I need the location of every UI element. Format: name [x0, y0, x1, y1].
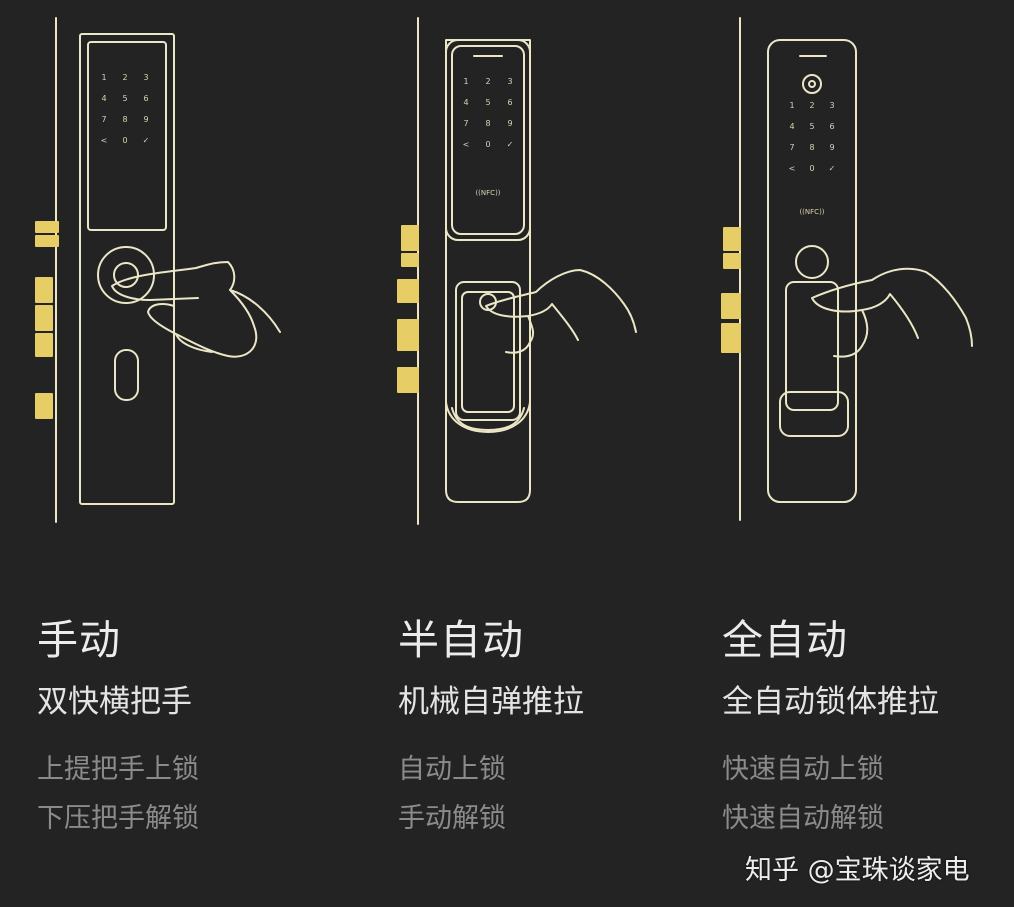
column-full-auto: 全自动 全自动锁体推拉 快速自动上锁 快速自动解锁 — [722, 616, 939, 834]
column-subtitle: 全自动锁体推拉 — [722, 684, 939, 720]
keypad-key: 3 — [143, 73, 148, 82]
keypad-key: 8 — [809, 143, 814, 152]
keypad-key: 0 — [485, 140, 490, 149]
keypad-panel — [445, 39, 531, 241]
keypad-key: 1 — [789, 101, 794, 110]
lock-illustrations: 1 2 3 4 5 6 7 8 9 <0 ✓ 1 2 3 4 5 6 7 8 9 <0 ✓ 1 2 3 4 5 6 7 8 9 <0 ✓ ((N… — [35, 17, 973, 525]
column-desc-line1: 上提把手上锁 — [37, 754, 199, 785]
column-desc-line2: 下压把手解锁 — [37, 803, 199, 834]
column-title: 手动 — [37, 616, 121, 664]
lock-bolts — [397, 225, 419, 393]
keypad-key: 1 — [463, 77, 468, 86]
nfc-label: ((NFC)) — [799, 208, 824, 216]
keypad-key: 8 — [122, 115, 127, 124]
face-camera — [802, 74, 822, 94]
handle-cradle — [779, 391, 849, 437]
column-desc-line1: 快速自动上锁 — [722, 754, 884, 785]
hand-drawing — [811, 267, 973, 358]
column-semi-auto: 半自动 机械自弹推拉 自动上锁 手动解锁 — [398, 616, 584, 834]
lock-semi-auto-illustration — [397, 17, 637, 525]
column-desc-line2: 手动解锁 — [398, 803, 506, 834]
keypad-key: 6 — [143, 94, 148, 103]
column-subtitle: 双快横把手 — [37, 684, 192, 720]
push-pull-handle — [455, 281, 521, 421]
keypad-key: 3 — [507, 77, 512, 86]
keypad-key: 2 — [122, 73, 127, 82]
keypad-key: 6 — [829, 122, 834, 131]
lock-bolts — [35, 221, 59, 419]
keypad-key: < — [789, 164, 796, 173]
keypad-key: 0 — [809, 164, 814, 173]
column-desc-line2: 快速自动解锁 — [722, 803, 884, 834]
keypad-key: 2 — [485, 77, 490, 86]
lock-manual-illustration — [35, 17, 281, 523]
keypad-key: 7 — [789, 143, 794, 152]
hand-drawing — [485, 269, 637, 354]
column-title: 半自动 — [398, 616, 524, 664]
keypad-key: 8 — [485, 119, 490, 128]
keypad-key: 4 — [463, 98, 468, 107]
keypad-key: 2 — [809, 101, 814, 110]
watermark-text: 知乎 @宝珠谈家电 — [745, 855, 970, 886]
keypad-key: ✓ — [143, 136, 150, 145]
keypad-key: 3 — [829, 101, 834, 110]
keypad-key: 9 — [507, 119, 512, 128]
nfc-label: ((NFC)) — [475, 189, 500, 197]
keypad-key: 5 — [122, 94, 127, 103]
handle-cradle — [445, 401, 531, 433]
lock-body — [445, 39, 531, 503]
fingerprint-reader — [795, 245, 829, 279]
lock-bolts — [721, 227, 741, 353]
keypad-key: 5 — [809, 122, 814, 131]
lock-body — [79, 33, 175, 505]
keypad-key: 9 — [143, 115, 148, 124]
keypad-panel — [87, 41, 167, 231]
push-pull-handle — [785, 281, 839, 411]
keypad-key: 7 — [101, 115, 106, 124]
column-manual: 手动 双快横把手 上提把手上锁 下压把手解锁 — [37, 616, 199, 834]
lock-body — [767, 39, 857, 503]
keypad-key: 4 — [101, 94, 106, 103]
keypad-key: 1 — [101, 73, 106, 82]
column-title: 全自动 — [722, 616, 848, 664]
keypad-key: 9 — [829, 143, 834, 152]
keypad-key: < — [463, 140, 470, 149]
keypad-key: 6 — [507, 98, 512, 107]
keypad-key: 5 — [485, 98, 490, 107]
keypad-key: ✓ — [507, 140, 514, 149]
keypad-key: 7 — [463, 119, 468, 128]
keyhole-cover — [114, 349, 139, 401]
keypad-digits: 1 2 3 4 5 6 7 8 9 <0 ✓ 1 2 3 4 5 6 7 8 9 <0 ✓ 1 2 3 4 5 6 7 8 9 <0 ✓ — [101, 73, 836, 173]
column-subtitle: 机械自弹推拉 — [398, 684, 584, 720]
keypad-key: ✓ — [829, 164, 836, 173]
hand-drawing — [111, 261, 281, 358]
handle-rose — [97, 246, 155, 304]
keypad-key: 4 — [789, 122, 794, 131]
column-desc-line1: 自动上锁 — [398, 754, 506, 785]
keypad-key: 0 — [122, 136, 127, 145]
lock-full-auto-illustration — [721, 17, 973, 521]
keypad-key: < — [101, 136, 108, 145]
